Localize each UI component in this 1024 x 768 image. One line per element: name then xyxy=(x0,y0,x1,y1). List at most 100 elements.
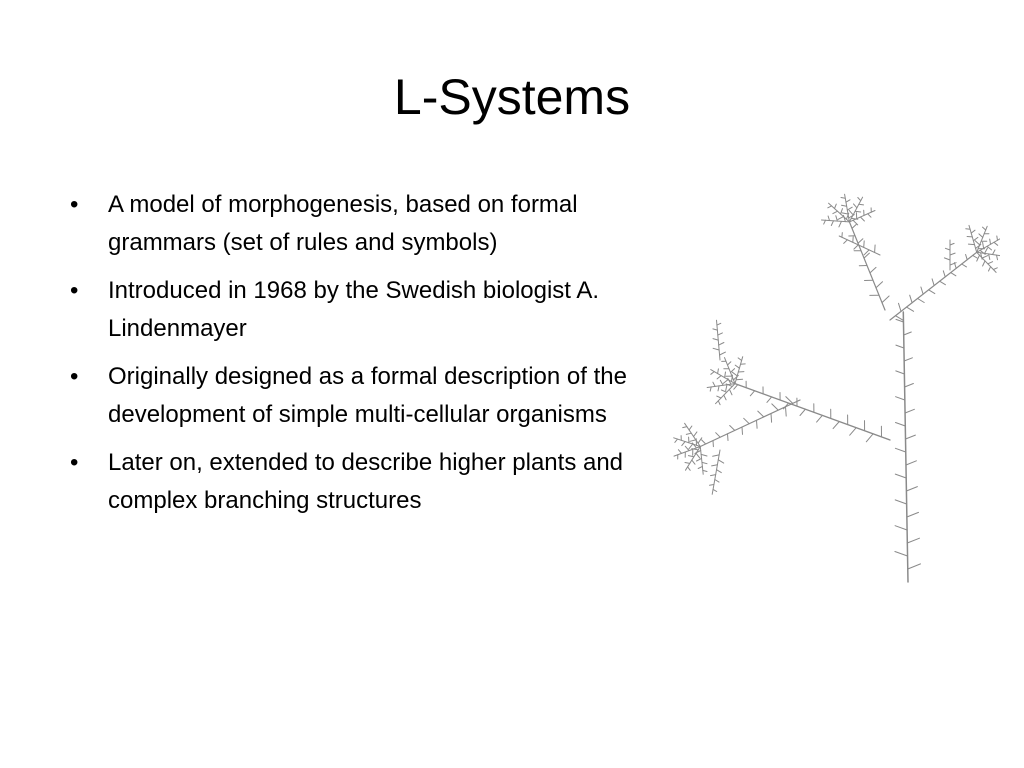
branch-segment xyxy=(905,460,917,466)
branch-segment xyxy=(894,447,907,453)
branch-segment xyxy=(719,351,726,356)
branch-segment xyxy=(715,383,736,405)
branch-segment xyxy=(894,551,908,557)
branch-segment xyxy=(711,449,721,495)
branch-segment xyxy=(714,479,720,483)
branch-segment xyxy=(949,252,956,256)
branch-segment xyxy=(830,220,834,226)
l-system-plant-illustration xyxy=(673,193,1000,583)
branch-segment xyxy=(851,223,857,229)
branch-segment xyxy=(693,431,698,437)
bullet-text: Later on, extended to describe higher pl… xyxy=(108,449,624,514)
branch-segment xyxy=(974,240,981,246)
branch-segment xyxy=(706,383,736,388)
branch-segment xyxy=(717,332,723,336)
branch-segment xyxy=(722,379,729,384)
branch-segment xyxy=(903,331,912,336)
branch-segment xyxy=(988,253,991,260)
branch-segment xyxy=(970,229,976,234)
branch-segment xyxy=(727,433,729,441)
branch-segment xyxy=(757,410,765,418)
branch-segment xyxy=(835,215,838,222)
branch-segment xyxy=(988,266,992,272)
branch-segment xyxy=(894,473,907,479)
branch-segment xyxy=(730,368,736,373)
branch-segment xyxy=(682,426,688,429)
branch-segment xyxy=(904,408,915,414)
branch-segment xyxy=(718,342,725,346)
branch-segment xyxy=(737,357,743,361)
branch-segment xyxy=(710,371,715,375)
branch-segment xyxy=(715,432,721,438)
branch-segment xyxy=(857,238,864,244)
branch-segment xyxy=(701,439,707,445)
branch-segment xyxy=(976,238,1000,253)
branch-segment xyxy=(950,272,957,277)
branch-segment xyxy=(734,364,740,369)
branch-segment xyxy=(846,206,853,211)
branch-segment xyxy=(699,399,801,448)
branch-segment xyxy=(785,396,794,404)
branch-segment xyxy=(716,469,722,474)
bullet-text: Originally designed as a formal descript… xyxy=(108,363,627,428)
branch-segment xyxy=(677,449,682,454)
branch-segment xyxy=(993,241,999,246)
branch-segment xyxy=(695,452,701,459)
branch-segment xyxy=(673,437,701,447)
branch-segment xyxy=(697,465,703,469)
branch-segment xyxy=(845,199,851,203)
branch-segment xyxy=(859,216,865,222)
branch-segment xyxy=(688,443,694,450)
branch-segment xyxy=(723,394,727,401)
branch-segment xyxy=(987,261,994,265)
bullet-item: • Introduced in 1968 by the Swedish biol… xyxy=(70,272,630,348)
branch-segment xyxy=(982,241,985,249)
branch-segment xyxy=(712,347,720,351)
branch-segment xyxy=(949,242,955,246)
branch-segment xyxy=(906,306,915,312)
branch-segment xyxy=(976,254,980,262)
branch-segment xyxy=(854,210,862,213)
bullet-dot-icon: • xyxy=(70,449,79,476)
branch-segment xyxy=(968,224,978,253)
branch-segment xyxy=(716,322,722,326)
branch-segment xyxy=(894,525,908,531)
branch-segment xyxy=(984,247,988,254)
branch-segment xyxy=(816,414,823,423)
branch-segment xyxy=(972,236,979,242)
bullet-list: • A model of morphogenesis, based on for… xyxy=(70,186,630,530)
branch-segment xyxy=(944,247,951,251)
branch-segment xyxy=(992,267,998,270)
branch-segment xyxy=(902,311,909,583)
branch-segment xyxy=(848,210,876,223)
branch-segment xyxy=(766,396,773,403)
branch-segment xyxy=(700,453,708,457)
branch-segment xyxy=(857,197,862,202)
branch-segment xyxy=(904,383,914,388)
bullet-text: Introduced in 1968 by the Swedish biolog… xyxy=(108,277,599,342)
branch-segment xyxy=(843,239,848,244)
branch-segment xyxy=(905,486,918,492)
branch-segment xyxy=(996,254,998,261)
branch-segment xyxy=(981,255,989,259)
branch-segment xyxy=(838,235,881,256)
branch-segment xyxy=(685,446,701,471)
branch-segment xyxy=(712,454,720,457)
bullet-item: • Originally designed as a formal descri… xyxy=(70,358,630,434)
bullet-item: • A model of morphogenesis, based on for… xyxy=(70,186,630,262)
branch-segment xyxy=(863,252,870,259)
bullet-dot-icon: • xyxy=(70,277,79,304)
branch-segment xyxy=(863,240,865,248)
branch-segment xyxy=(832,421,840,430)
branch-segment xyxy=(848,196,864,223)
branch-segment xyxy=(770,413,773,423)
branch-segment xyxy=(691,459,696,465)
branch-segment xyxy=(719,379,724,386)
branch-segment xyxy=(840,197,846,199)
branch-segment xyxy=(942,270,946,278)
branch-segment xyxy=(889,251,978,321)
slide-title: L-Systems xyxy=(393,69,631,125)
branch-segment xyxy=(853,203,858,209)
branch-segment xyxy=(717,400,721,406)
branch-segment xyxy=(863,249,870,256)
